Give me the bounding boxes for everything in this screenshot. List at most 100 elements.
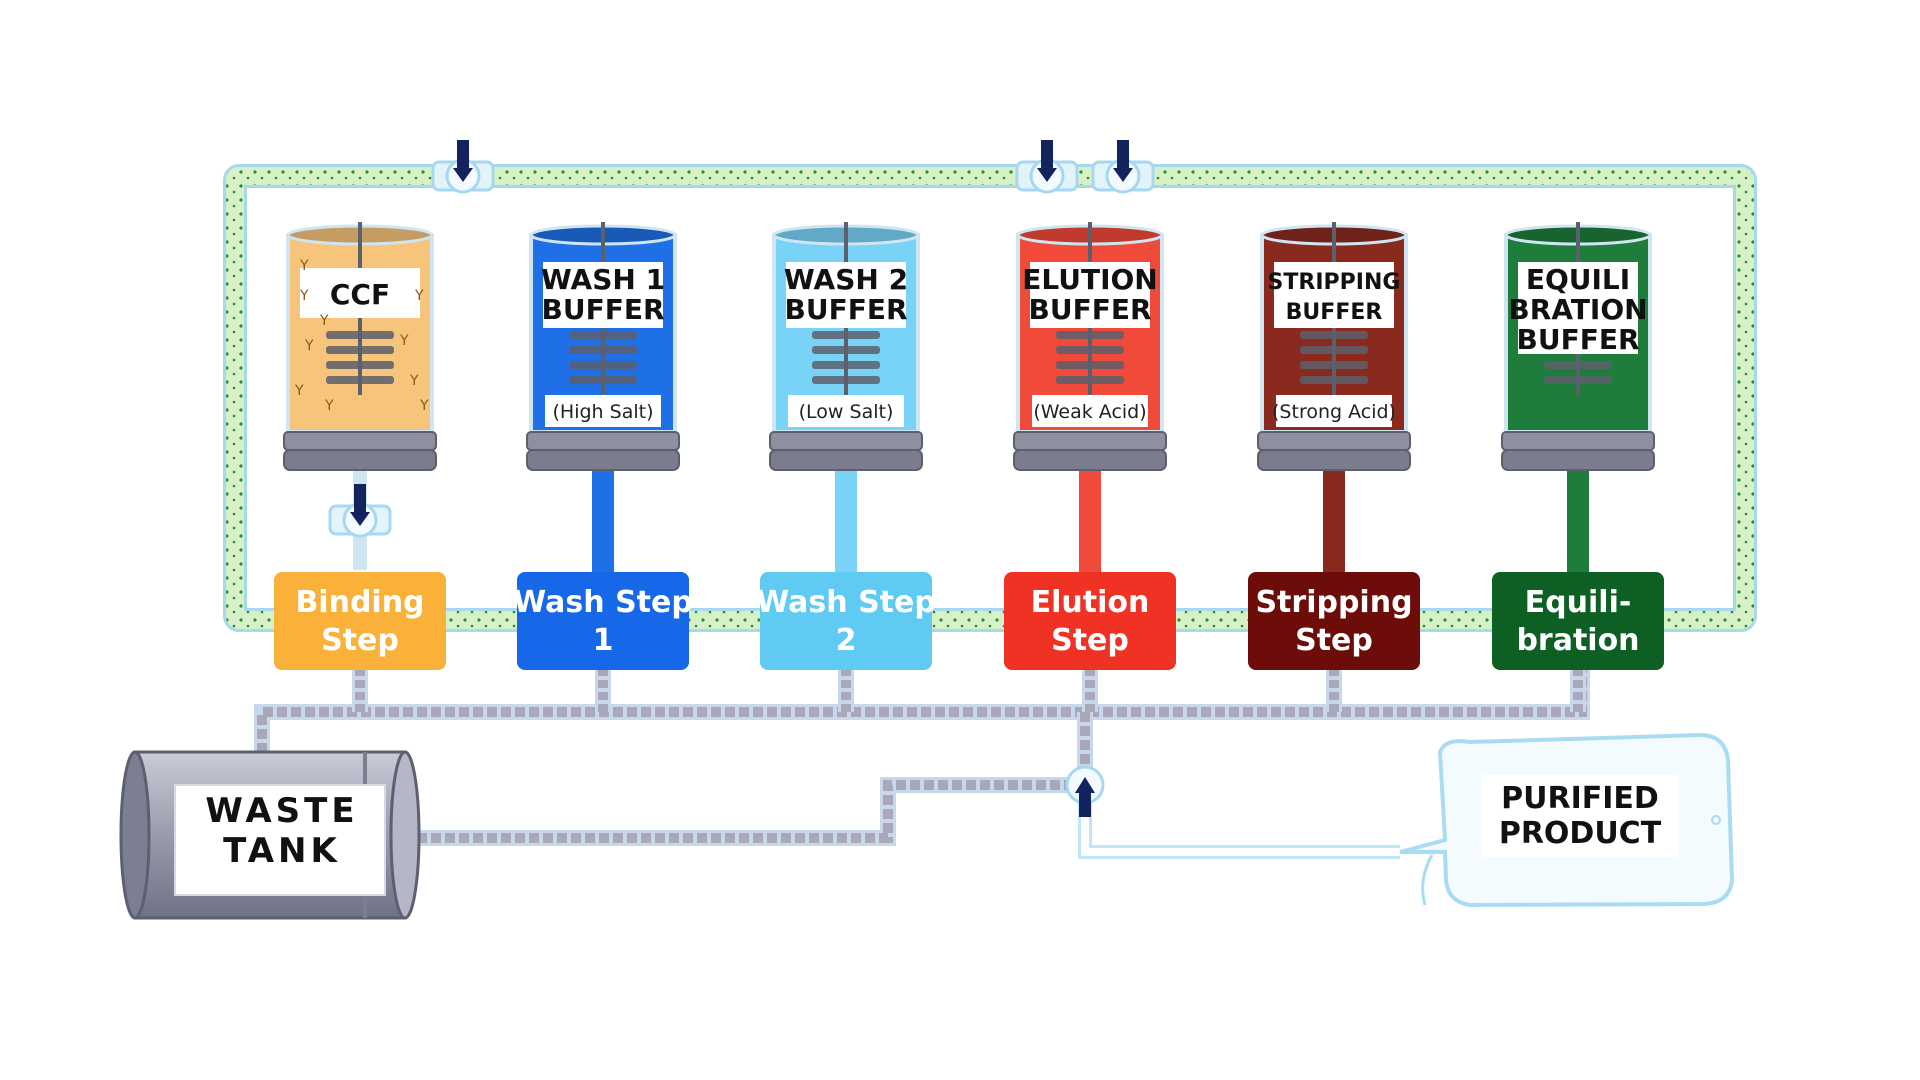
tank-note: (Weak Acid) <box>1033 401 1146 423</box>
step-label-line: Wash Step <box>756 585 936 620</box>
ccf-particle: Y <box>324 398 334 414</box>
step-equilibration: Equili-bration <box>1492 572 1664 670</box>
product-label-line2: PRODUCT <box>1499 816 1662 851</box>
valve-loop-elution-b[interactable] <box>1091 140 1155 194</box>
stirrer-paddle <box>1300 376 1368 384</box>
tank-label-card <box>786 262 906 328</box>
stirrer-paddle <box>1056 376 1124 384</box>
ccf-particle: Y <box>409 373 419 389</box>
ccf-particle: Y <box>419 398 429 414</box>
stirrer-paddle <box>326 376 394 384</box>
valve-handle-icon <box>457 140 469 174</box>
waste-return-pipe <box>410 712 1093 846</box>
valve-handle-icon <box>1079 787 1091 817</box>
stirrer-paddle <box>326 346 394 354</box>
step-box <box>1248 572 1420 670</box>
valve-arrow-icon <box>1037 168 1057 182</box>
stirrer-paddle <box>569 346 637 354</box>
valve-ccf-outlet[interactable] <box>328 484 392 538</box>
step-box <box>517 572 689 670</box>
recirculation-loop <box>223 164 1757 632</box>
valve-arrow-icon <box>453 168 473 182</box>
step-label-line: bration <box>1516 623 1639 658</box>
tank-base <box>283 449 437 471</box>
ccf-particle: Y <box>299 288 309 304</box>
tank-base <box>1257 449 1411 471</box>
ccf-particle: Y <box>294 383 304 399</box>
tank-note: (Low Salt) <box>799 401 894 423</box>
tank-label-line: BUFFER <box>1286 300 1383 325</box>
step-label-line: 2 <box>836 623 857 658</box>
stirrer-paddle <box>569 331 637 339</box>
stirrer-paddle <box>812 376 880 384</box>
tank-outlet-pipe <box>1079 470 1101 574</box>
stirrer-paddle <box>812 346 880 354</box>
tank-outlet-pipe <box>835 470 857 574</box>
stirrer-paddle <box>569 376 637 384</box>
valve-product-diverter[interactable] <box>1065 765 1105 817</box>
step-box <box>274 572 446 670</box>
tank-outlet-pipe <box>592 470 614 574</box>
tank-base-ring <box>1257 431 1411 451</box>
step-label-line: Step <box>1295 623 1373 658</box>
tank-label-line: EQUILI <box>1526 263 1630 296</box>
waste-manifold-pipe <box>254 668 1590 795</box>
stirrer-paddle <box>1056 361 1124 369</box>
ccf-particle: Y <box>414 288 424 304</box>
step-label-line: Step <box>1051 623 1129 658</box>
step-box <box>1492 572 1664 670</box>
stirrer-paddle <box>1056 331 1124 339</box>
tank-note-card <box>788 395 904 427</box>
step-label-line: Stripping <box>1255 585 1412 620</box>
tank-label-card <box>300 268 420 318</box>
ccf-particle: Y <box>319 313 329 329</box>
tank-label-line: BUFFER <box>1028 293 1151 326</box>
ccf-particle: Y <box>304 338 314 354</box>
stirrer-paddle <box>326 331 394 339</box>
valve-arrow-icon <box>1075 777 1095 793</box>
ccf-particle: Y <box>399 333 409 349</box>
tank-label-card <box>1274 262 1394 328</box>
tank-base-ring <box>283 431 437 451</box>
tank-label-card <box>1518 262 1638 354</box>
tank-label-line: BUFFER <box>1516 323 1639 356</box>
tank-base-ring <box>1013 431 1167 451</box>
valve-handle-icon <box>1041 140 1053 174</box>
valve-loop-elution-a[interactable] <box>1015 140 1079 194</box>
tank-label-card <box>543 262 663 328</box>
tank-base <box>769 449 923 471</box>
tank-base-ring <box>769 431 923 451</box>
stirrer-paddle <box>1300 346 1368 354</box>
tank-base-ring <box>526 431 680 451</box>
tank-base <box>1501 449 1655 471</box>
tank-note-card <box>1032 395 1148 427</box>
tank-outlet-pipe <box>1323 470 1345 574</box>
tank-label-line: ELUTION <box>1022 263 1157 296</box>
tank-label-line: BUFFER <box>541 293 664 326</box>
tank-label-line: STRIPPING <box>1268 270 1401 295</box>
valve-loop-ccf[interactable] <box>431 140 495 194</box>
step-box <box>760 572 932 670</box>
stirrer-paddle <box>1056 346 1124 354</box>
step-label-line: Wash Step <box>513 585 693 620</box>
valve-arrow-icon <box>350 512 370 526</box>
tank-label-line: WASH 1 <box>541 263 665 296</box>
step-label-line: Equili- <box>1525 585 1632 620</box>
stirrer-paddle <box>1300 331 1368 339</box>
step-label-line: Step <box>321 623 399 658</box>
tank-note-card <box>1276 395 1392 427</box>
tank-note: (Strong Acid) <box>1272 401 1396 423</box>
step-label-line: 1 <box>593 623 614 658</box>
